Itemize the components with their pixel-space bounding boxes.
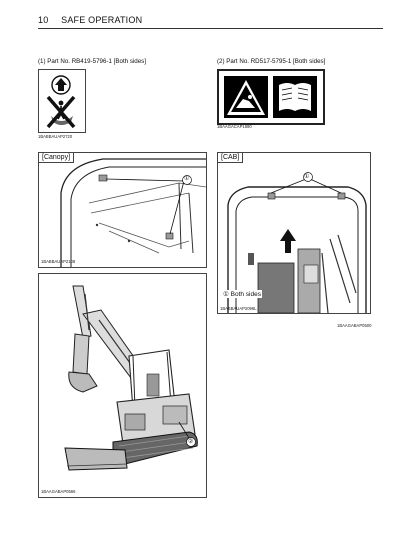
- label-1-code: 1BABBAUAP2720: [38, 134, 73, 139]
- label-2-code: 1BAAGACAP1690: [217, 124, 252, 129]
- label-1-decal: [38, 69, 86, 133]
- cab-both-sides-label: ① Both sides: [222, 290, 262, 298]
- excavator-illustration: [64, 285, 198, 471]
- cab-panel: [CAB] ① ① Both sides 1BABBAUAP2096L: [217, 152, 371, 314]
- label-2-decal: [217, 69, 325, 125]
- section-title: SAFE OPERATION: [61, 15, 143, 25]
- canopy-callout: ①: [184, 176, 190, 182]
- excavator-code: 1BAAGABAP0566: [41, 489, 76, 494]
- no-riding-bucket-icon: [46, 75, 76, 129]
- cab-title: [CAB]: [218, 153, 244, 163]
- cab-illustration: [227, 172, 367, 313]
- label-1-caption: (1) Part No. RB419-5796-1 [Both sides]: [38, 58, 146, 65]
- canopy-panel: [Canopy] ① 1BABBAUAP2108: [38, 152, 207, 268]
- header-rule: [38, 28, 383, 29]
- label-2-caption: (2) Part No. RD517-5795-1 [Both sides]: [217, 58, 326, 65]
- cab-callout: ①: [304, 174, 310, 180]
- canopy-illustration: [60, 158, 206, 267]
- figure-code: 1BAAGABAP0500: [337, 323, 372, 328]
- excavator-callout: ②: [188, 439, 194, 445]
- excavator-panel: ② 1BAAGABAP0566: [38, 273, 207, 498]
- read-manual-warning-icon: [224, 76, 317, 118]
- page-header: 10 SAFE OPERATION: [38, 15, 383, 27]
- canopy-title: [Canopy]: [39, 153, 75, 163]
- page-number: 10: [38, 15, 49, 25]
- cab-code: 1BABBAUAP2096L: [220, 306, 257, 311]
- canopy-code: 1BABBAUAP2108: [41, 259, 76, 264]
